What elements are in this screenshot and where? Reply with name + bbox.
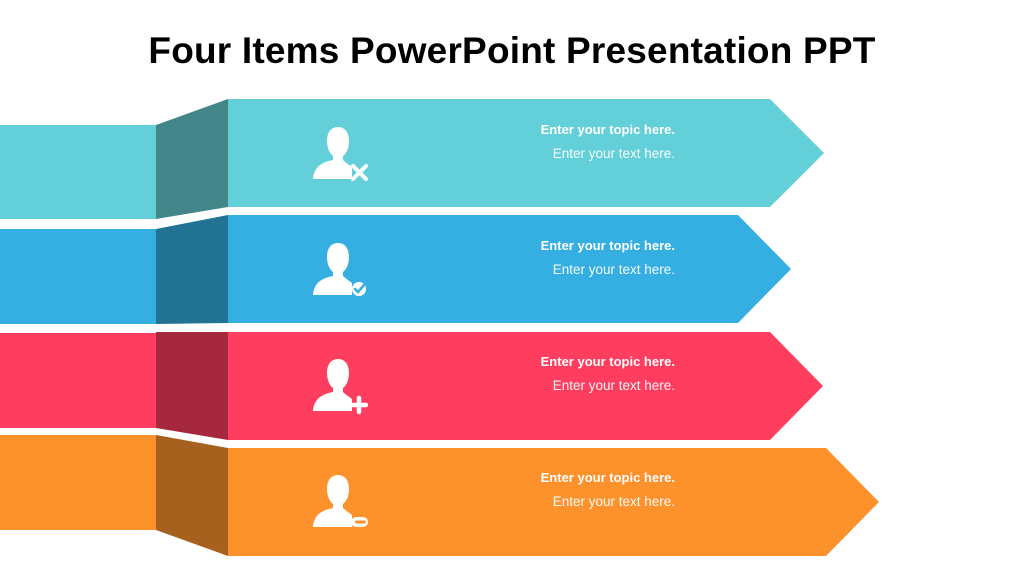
band-1-left-segment	[0, 125, 157, 219]
item-1-topic: Enter your topic here.	[540, 122, 675, 137]
item-4-topic: Enter your topic here.	[540, 470, 675, 485]
band-4-arrow	[228, 448, 879, 556]
band-2-fold	[156, 215, 228, 324]
band-3-arrow	[228, 332, 823, 440]
user-minus-icon	[313, 475, 368, 527]
user-check-icon	[313, 243, 366, 296]
band-item-3	[0, 332, 823, 440]
band-1-arrow	[228, 99, 824, 207]
band-4-fold	[156, 435, 228, 556]
slide-title: Four Items PowerPoint Presentation PPT	[148, 30, 876, 71]
item-1-text: Enter your text here.	[552, 146, 675, 161]
item-3-text-block: Enter your topic here. Enter your text h…	[475, 354, 675, 394]
band-item-2	[0, 215, 791, 324]
item-3-topic: Enter your topic here.	[540, 354, 675, 369]
item-2-text: Enter your text here.	[552, 262, 675, 277]
user-add-icon	[313, 359, 368, 415]
item-2-text-block: Enter your topic here. Enter your text h…	[475, 238, 675, 278]
band-3-left-segment	[0, 333, 157, 428]
band-1-fold	[156, 99, 228, 219]
band-2-arrow	[228, 215, 791, 323]
item-2-topic: Enter your topic here.	[540, 238, 675, 253]
item-4-text-block: Enter your topic here. Enter your text h…	[475, 470, 675, 510]
item-1-text-block: Enter your topic here. Enter your text h…	[475, 122, 675, 162]
band-4-left-segment	[0, 435, 157, 530]
band-item-1	[0, 99, 824, 219]
user-remove-icon	[313, 127, 368, 181]
band-2-left-segment	[0, 229, 157, 324]
item-3-text: Enter your text here.	[552, 378, 675, 393]
item-4-text: Enter your text here.	[552, 494, 675, 509]
band-item-4	[0, 435, 879, 556]
band-3-fold	[156, 332, 228, 440]
